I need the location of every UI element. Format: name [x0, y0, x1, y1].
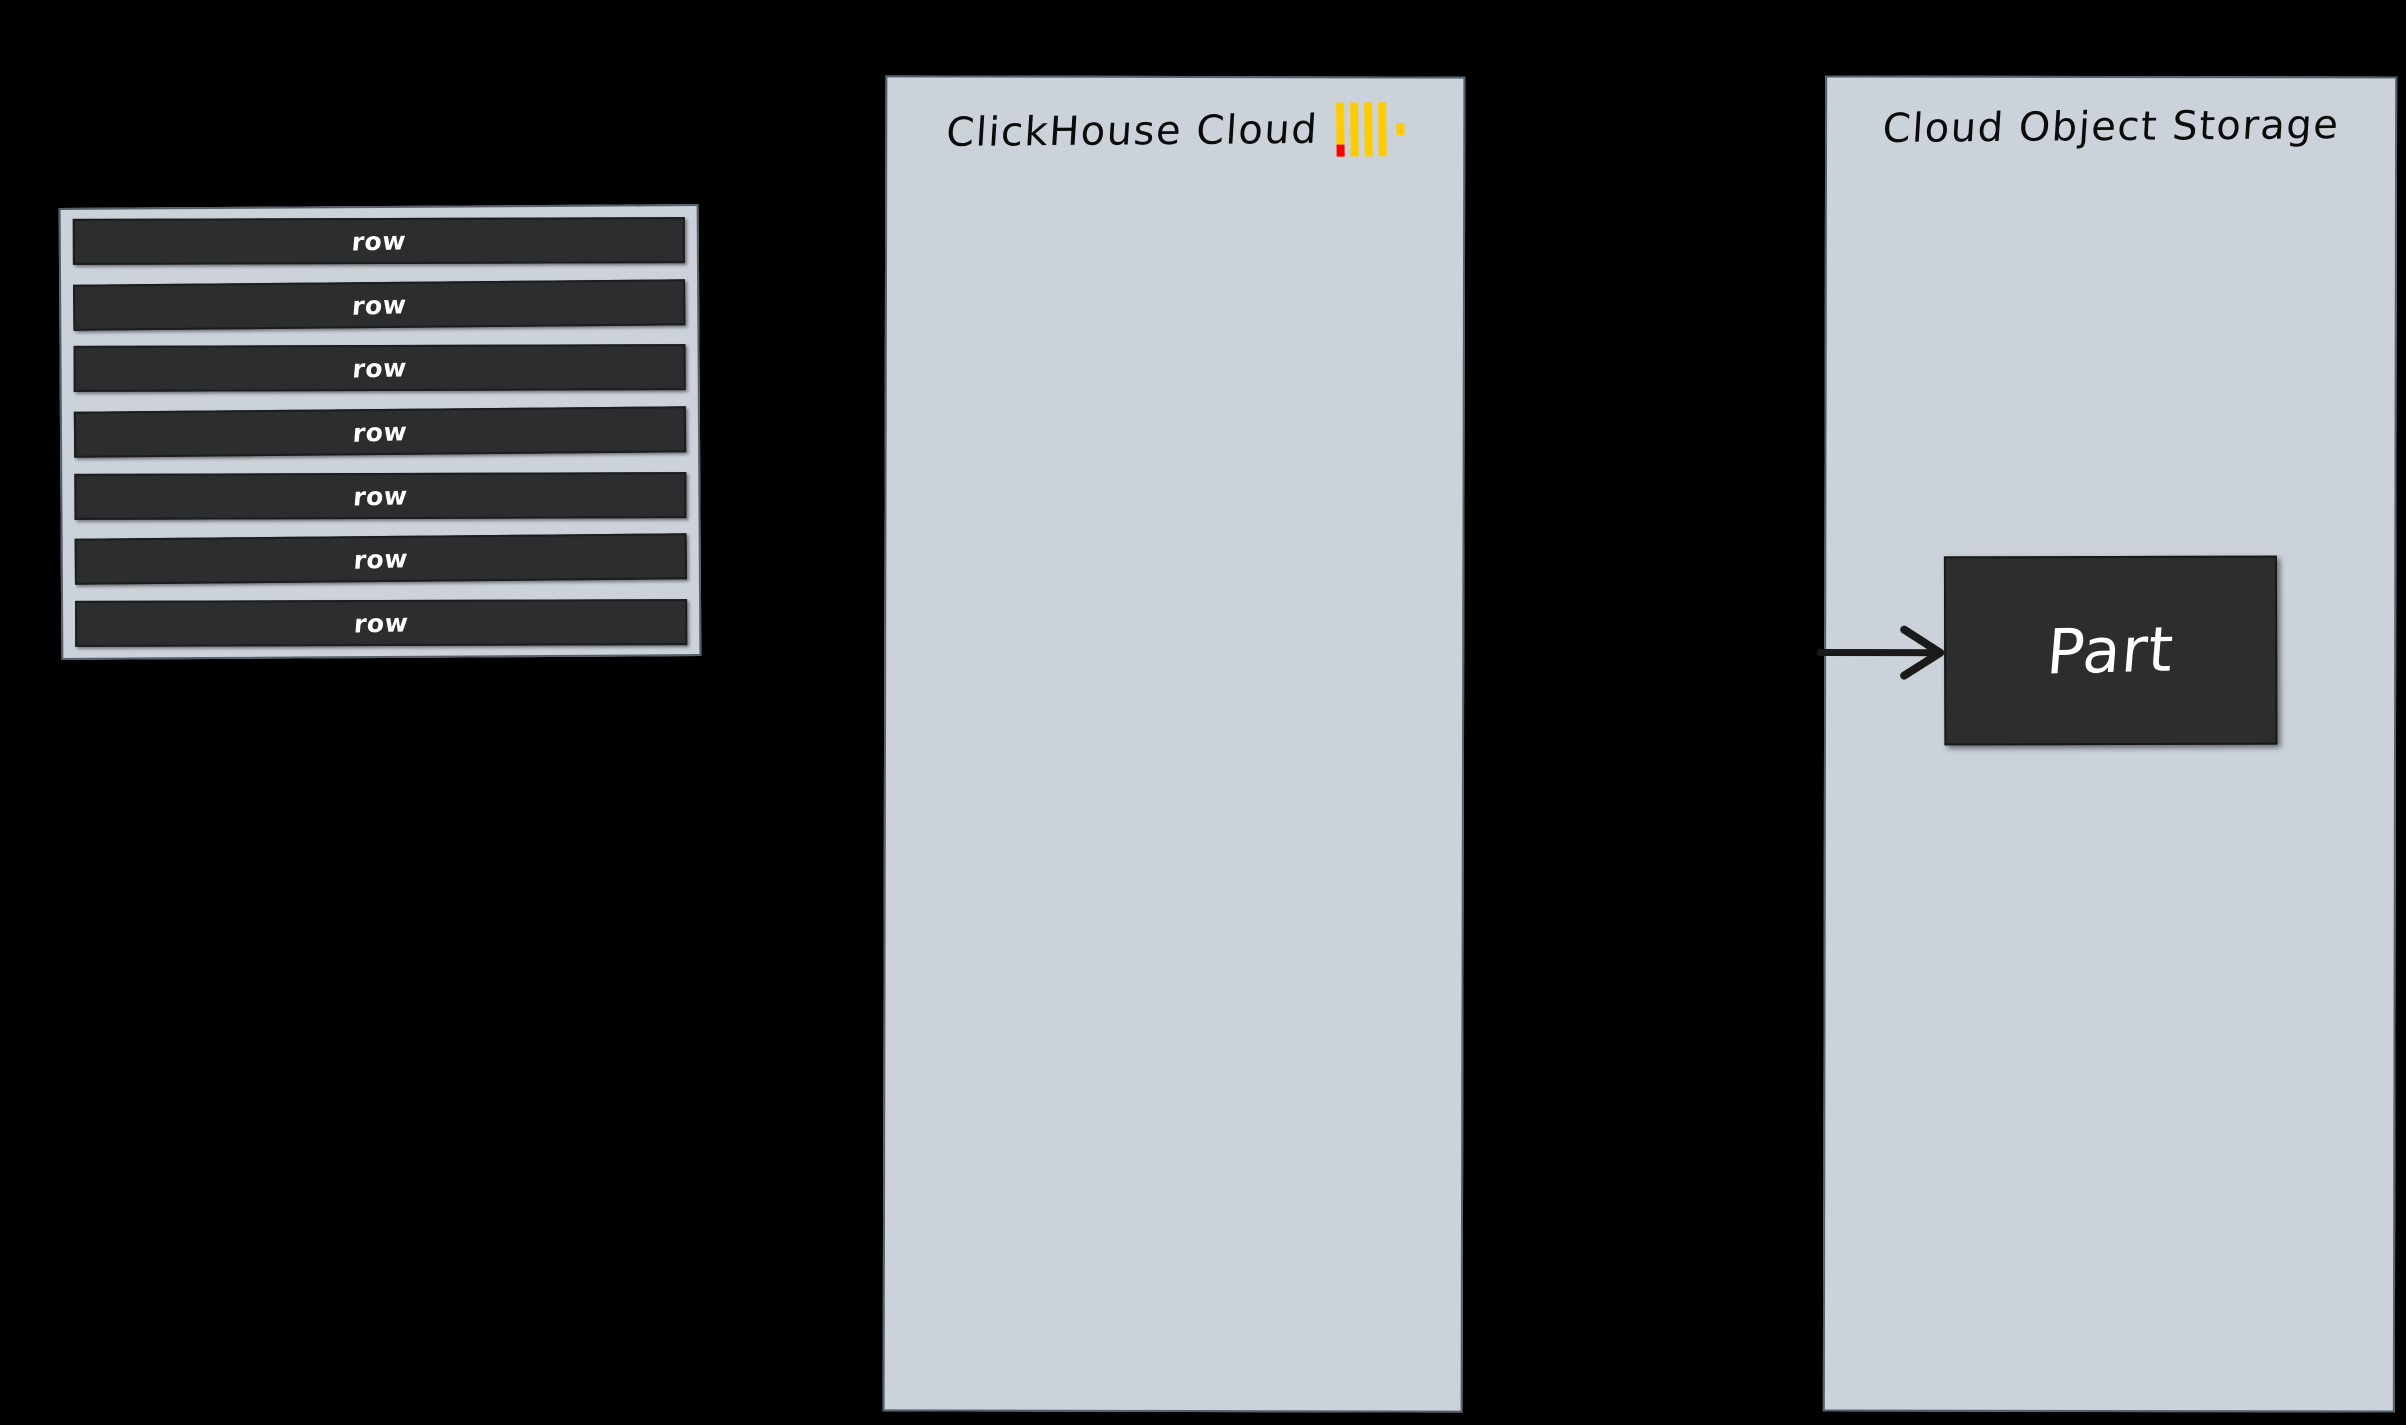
logo-bar-2	[1349, 102, 1359, 157]
table-row: row	[73, 278, 686, 331]
ingest-arrow-icon	[1816, 625, 1945, 680]
table-row: row	[74, 471, 687, 520]
clickhouse-logo-icon	[1335, 102, 1405, 157]
cloud-object-storage-title: Cloud Object Storage	[1825, 102, 2396, 153]
clickhouse-cloud-title: ClickHouse Cloud	[885, 102, 1465, 161]
logo-bar-4	[1378, 102, 1387, 157]
row-label: row	[351, 353, 408, 384]
row-label: row	[350, 225, 408, 257]
panel-title-text: Cloud Object Storage	[1881, 102, 2341, 152]
clickhouse-cloud-panel: ClickHouse Cloud	[882, 75, 1466, 1413]
cloud-object-storage-panel: Cloud Object Storage Part	[1816, 75, 2398, 1413]
logo-dot	[1396, 123, 1405, 136]
table-row: row	[73, 344, 686, 393]
table-row: row	[74, 533, 687, 586]
part-block: Part	[1943, 555, 2278, 746]
row-label: row	[352, 607, 410, 638]
rows-table-panel: row row row row row row row	[58, 204, 702, 660]
row-label: row	[352, 480, 409, 511]
table-row: row	[72, 217, 685, 265]
table-row: row	[75, 599, 688, 647]
logo-bar-3	[1364, 102, 1373, 157]
table-row: row	[73, 406, 687, 458]
row-label: row	[351, 416, 409, 448]
panel-title-text: ClickHouse Cloud	[944, 106, 1320, 156]
row-label: row	[352, 544, 410, 575]
logo-bar-1	[1335, 102, 1345, 157]
row-label: row	[350, 289, 408, 320]
part-label: Part	[2044, 612, 2177, 689]
